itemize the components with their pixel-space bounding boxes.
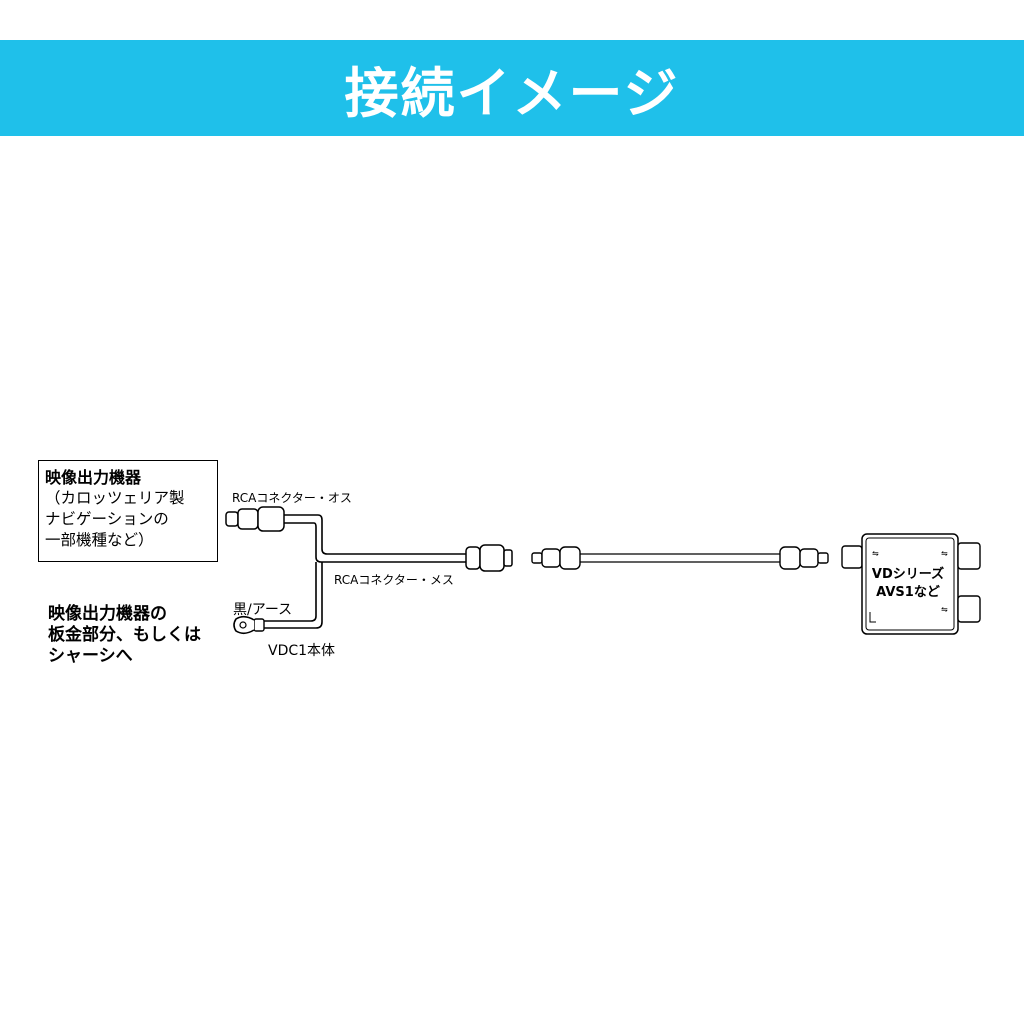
destination-line: AVS1など: [876, 585, 940, 600]
source-device-line: （カロッツェリア製: [45, 489, 185, 507]
header-banner: 接続イメージ: [0, 40, 1024, 136]
svg-text:⇋: ⇋: [941, 605, 948, 614]
source-device-title: 映像出力機器: [45, 468, 142, 487]
rca-male-connector: [225, 506, 285, 532]
ground-note-line: シャーシへ: [48, 646, 133, 666]
unit-name-label: VDC1本体: [268, 643, 336, 659]
destination-line: VDシリーズ: [871, 567, 945, 582]
ground-lug-icon: [233, 615, 255, 635]
rca-female-connector: [465, 544, 513, 572]
svg-text:⇋: ⇋: [872, 549, 879, 558]
destination-device: ⇋ ⇋ ⇋: [841, 533, 981, 635]
ground-wire-label: 黒/アース: [233, 602, 293, 618]
svg-text:⇋: ⇋: [941, 549, 948, 558]
ground-note-line: 板金部分、もしくは: [48, 625, 201, 645]
rca-female-label: RCAコネクター・メス: [334, 573, 454, 587]
rca-patch-cable: [531, 546, 829, 570]
cable-male-branch: [284, 514, 466, 563]
source-device-line: 一部機種など）: [45, 531, 154, 549]
source-device-box: 映像出力機器 （カロッツェリア製 ナビゲーションの 一部機種など）: [38, 460, 218, 562]
page-title: 接続イメージ: [344, 61, 680, 125]
rca-male-label: RCAコネクター・オス: [232, 491, 352, 505]
destination-device-label: VDシリーズ AVS1など: [866, 566, 950, 602]
ground-wire: [253, 562, 323, 632]
ground-destination-note: 映像出力機器の 板金部分、もしくは シャーシへ: [48, 604, 201, 667]
source-device-line: ナビゲーションの: [45, 510, 169, 528]
ground-note-line: 映像出力機器の: [48, 604, 167, 624]
